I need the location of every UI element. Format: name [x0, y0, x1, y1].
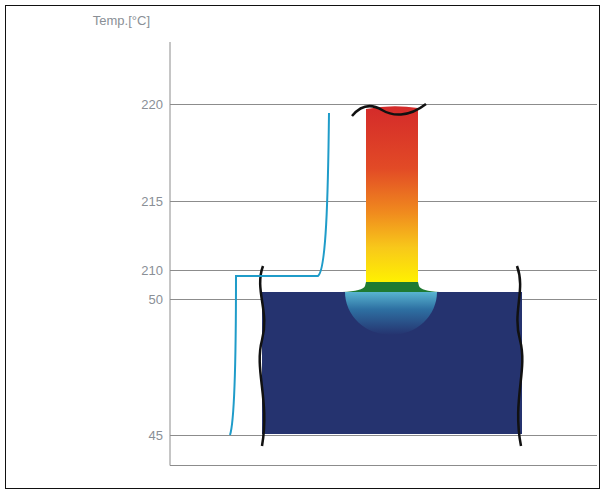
axis-tick-label: 45 [149, 429, 163, 442]
frame [6, 6, 600, 489]
heated-rod [366, 106, 418, 283]
melt-zone [345, 292, 437, 335]
axis-tick-label: 220 [141, 98, 163, 111]
break-mark [260, 266, 265, 446]
break-mark [517, 266, 522, 446]
axis-tick-label: 210 [141, 264, 163, 277]
break-mark [352, 104, 426, 116]
grid [170, 42, 597, 466]
axis-tick-label: 215 [141, 195, 163, 208]
base-block [262, 292, 522, 434]
axis-tick-label: 50 [149, 293, 163, 306]
axis-title: Temp.[°C] [93, 14, 150, 27]
solder-fillet [342, 282, 440, 292]
temperature-curve [230, 113, 329, 435]
